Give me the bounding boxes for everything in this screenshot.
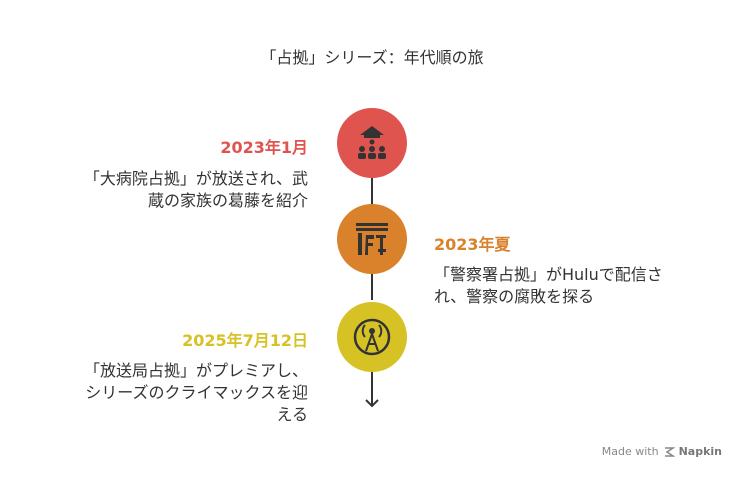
- event-2-date: 2023年夏: [434, 235, 511, 254]
- group-event-icon: [358, 126, 386, 159]
- timeline-connector: [371, 272, 373, 300]
- event-2-circle: [337, 204, 407, 274]
- timeline-connector: [371, 178, 373, 206]
- event-1-description-line: 「大病院占拠」が放送され、武: [83, 169, 308, 188]
- napkin-brand-label: Napkin: [678, 445, 722, 458]
- event-1-date: 2023年1月: [220, 138, 308, 157]
- event-1-description-line: 蔵の家族の葛藤を紹介: [147, 191, 308, 210]
- event-3-description-line: シリーズのクライマックスを迎: [85, 383, 308, 402]
- event-2-description-line: 「警察署占拠」がHuluで配信さ: [434, 265, 663, 284]
- event-1-description: 「大病院占拠」が放送され、武 蔵の家族の葛藤を紹介: [84, 168, 308, 212]
- event-2-description: 「警察署占拠」がHuluで配信さ れ、警察の腐敗を探る: [434, 264, 663, 308]
- broadcast-tower-icon: [353, 318, 391, 356]
- event-3-circle: [337, 302, 407, 372]
- event-1-circle: [337, 108, 407, 178]
- event-3-description-line: 「放送局占拠」がプレミアし、: [83, 361, 308, 380]
- police-station-icon: [356, 223, 388, 255]
- diagram-title: 「占拠」シリーズ：年代順の旅: [260, 48, 484, 67]
- timeline-connector: [371, 370, 373, 406]
- napkin-logo-icon: [664, 446, 675, 457]
- made-with-napkin-footer: Made with Napkin: [602, 445, 722, 458]
- timeline-arrow-icon: [365, 399, 379, 408]
- event-3-description: 「放送局占拠」がプレミアし、 シリーズのクライマックスを迎 える: [84, 360, 308, 426]
- event-2-description-line: れ、警察の腐敗を探る: [434, 287, 595, 306]
- event-3-description-line: える: [276, 405, 308, 424]
- event-3-date: 2025年7月12日: [182, 331, 308, 350]
- made-with-label: Made with: [601, 445, 659, 458]
